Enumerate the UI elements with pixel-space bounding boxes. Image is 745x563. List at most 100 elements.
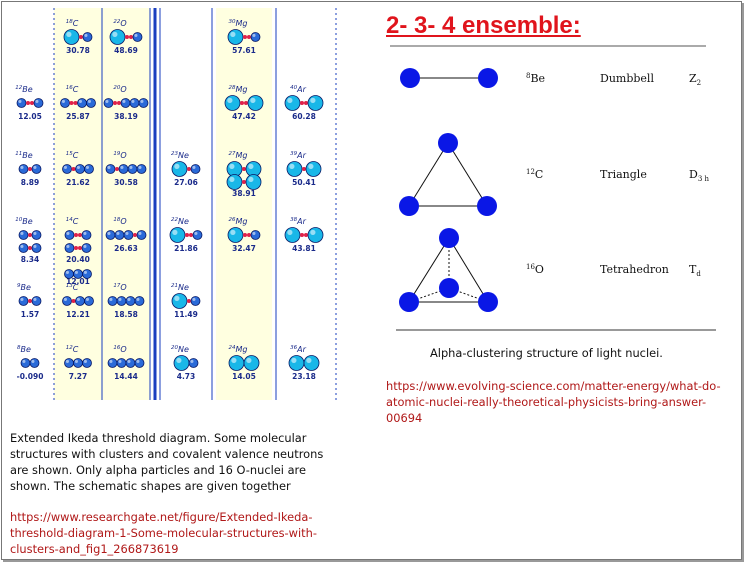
cluster-ball [116,358,127,368]
cluster-ball [77,98,87,108]
cluster-ball [120,98,131,108]
neutron [73,101,78,105]
threshold-value: 25.87 [66,112,90,121]
cluster-ball [64,243,75,253]
symmetry-symbol: Z [689,72,697,85]
ball-highlight [22,359,26,363]
ball-highlight [76,297,81,301]
ball-highlight [84,33,88,37]
ball-highlight [136,297,140,301]
neutron [189,233,193,237]
threshold-value: 47.42 [232,112,256,121]
neutron [243,233,247,237]
mass-number: 26 [229,217,236,223]
alpha-node [439,228,459,248]
mass-number: 16 [526,263,535,271]
cluster-ball [173,355,190,371]
cluster-ball [31,230,42,240]
nucleus-label: 21Ne [171,283,189,292]
cluster-ball [82,269,92,279]
element-symbol: O [120,283,126,292]
threshold-value: 12.01 [66,277,90,286]
evolving-science-link[interactable]: https://www.evolving-science.com/matter-… [386,379,721,425]
ball-highlight [248,163,254,169]
neutron [133,233,137,237]
cluster-ball [303,355,320,371]
mass-number: 30 [229,19,236,25]
nucleus-label: 23Ne [171,151,189,160]
ball-highlight [63,165,67,169]
element-symbol: O [120,217,126,226]
cluster-ball [82,358,92,368]
cluster-ball [75,296,85,306]
ball-highlight [66,31,72,37]
cluster-ball [286,161,303,177]
symmetry-subscript: 3 h [698,175,710,183]
threshold-value: 30.78 [66,46,90,55]
ball-highlight [85,297,90,301]
ball-highlight [129,165,133,169]
neutron [302,167,306,171]
ball-highlight [66,244,70,248]
ensemble-caption: Alpha-clustering structure of light nucl… [430,346,663,360]
ball-highlight [20,231,24,235]
ensemble-title: 2- 3- 4 ensemble: [386,12,581,39]
threshold-value: 48.69 [114,46,138,55]
ball-highlight [229,163,235,169]
cluster-ball [18,230,29,240]
alpha-node [439,278,459,298]
ikeda-threshold-diagram: 12Be12.0511Be8.8910Be8.349Be1.578Be-0.09… [15,8,337,400]
element-symbol: Be [22,151,32,160]
ball-highlight [230,31,236,37]
threshold-value: 8.89 [21,178,40,187]
cluster-ball [75,164,85,174]
ball-highlight [250,97,256,103]
alpha-node [477,196,497,216]
symmetry-subscript: 2 [697,79,701,87]
element-symbol: Ne [178,217,189,226]
alpha-node [399,196,419,216]
threshold-value: 18.58 [114,310,138,319]
cluster-ball [18,164,29,174]
ball-highlight [138,165,142,169]
element-symbol: C [73,151,79,160]
ball-highlight [310,97,316,103]
shape-name: Tetrahedron [600,263,669,276]
ball-highlight [136,359,140,363]
nucleus-label: 22Ne [171,217,189,226]
researchgate-link[interactable]: https://www.researchgate.net/figure/Exte… [10,510,317,556]
nucleus-label: 28Mg [229,85,248,94]
nucleus-label: 18C [66,19,79,28]
ball-highlight [122,99,126,104]
mass-number: 22 [113,19,120,25]
nucleus-label: 10Be [15,217,32,226]
ball-highlight [252,33,256,37]
ball-highlight [131,99,135,104]
column-tint [216,8,272,400]
threshold-value: 38.19 [114,112,138,121]
threshold-value: 43.81 [292,244,316,253]
cluster-ball [107,296,118,306]
neutron [240,101,244,105]
threshold-value: 26.63 [114,244,138,253]
bond-line [408,142,449,207]
mass-number: 23 [171,151,178,157]
symmetry-group: Z2 [689,72,701,87]
nucleus-label: 15C [66,151,79,160]
ball-highlight [308,163,314,169]
ball-highlight [66,231,70,235]
element-symbol: Ar [296,151,306,160]
threshold-value: 27.06 [174,178,198,187]
element-symbol: C [535,168,543,181]
nucleus-label: 27Mg [229,151,248,160]
cluster-ball [31,243,42,253]
ball-highlight [134,33,138,37]
ball-highlight [127,297,131,301]
